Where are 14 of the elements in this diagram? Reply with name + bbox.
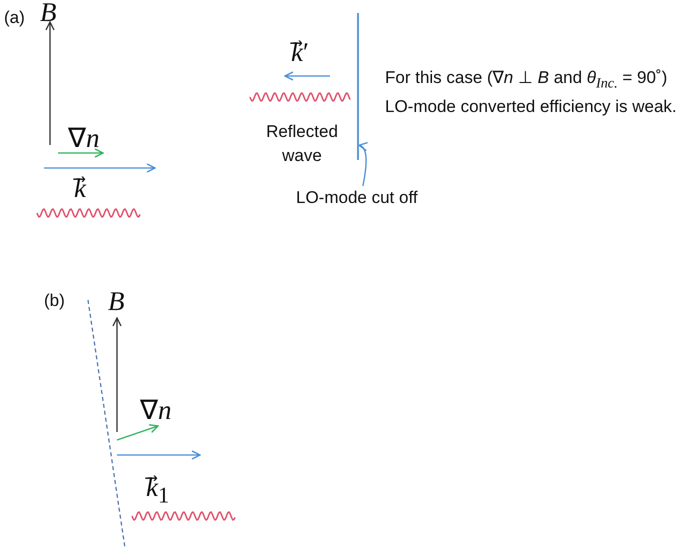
vector-label: k⃗ — [74, 174, 86, 202]
vector-label: ∇n — [68, 124, 100, 152]
note-text: For this case (∇n ⊥ B and θ$_{Inc.}$ = 90˚) LO-mode converted efficiency is weak. — [385, 67, 678, 118]
wave-label: Reflected wave — [265, 121, 339, 167]
vector-label: k⃗$_{1}$ — [146, 473, 170, 510]
vector-label: ∇n — [140, 396, 172, 424]
label-text: LO-mode cut off — [296, 186, 418, 210]
vector-label: k⃗′ — [291, 38, 309, 66]
cutoff-line — [357, 13, 359, 160]
field-label: B — [108, 287, 124, 315]
panel-label: (b) — [44, 290, 65, 312]
field-label: B — [40, 0, 56, 26]
leader-line — [358, 143, 368, 186]
panel-label: (a) — [4, 7, 25, 29]
